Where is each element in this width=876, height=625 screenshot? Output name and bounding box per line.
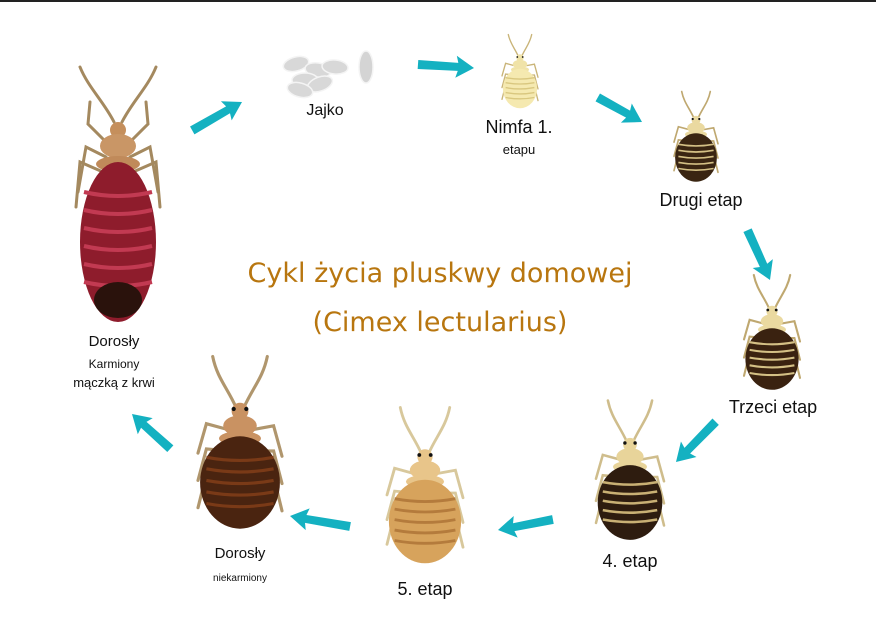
adult-unfed-label: Dorosły [214, 545, 266, 562]
title-line-1: Cykl życia pluskwy domowej [247, 258, 633, 289]
nymph-2-illustration [673, 90, 719, 182]
cycle-arrow [190, 101, 242, 135]
adult-unfed-sublabel: niekarmiony [213, 573, 267, 584]
nymph-5-illustration [385, 406, 465, 564]
adult-fed-sublabel-2: mączką z krwi [73, 375, 155, 390]
cycle-arrow [131, 414, 174, 452]
nymph4-label: 4. etap [602, 551, 658, 571]
cycle-arrow [595, 93, 642, 123]
nymph1-label: Nimfa 1. [485, 117, 553, 137]
cycle-arrow [676, 418, 719, 462]
nymph-4-illustration [594, 399, 666, 540]
nymph-3-illustration [742, 273, 802, 390]
nymph2-label: Drugi etap [659, 190, 743, 210]
nymph3-label: Trzeci etap [728, 397, 818, 417]
eggs-illustration [282, 50, 374, 99]
adult-fed-sublabel-1: Karmiony [88, 357, 140, 371]
adult-unfed-illustration [196, 354, 284, 529]
adult-fed-label: Dorosły [88, 333, 140, 350]
cycle-arrow [289, 508, 351, 531]
nymph-1-illustration [501, 33, 539, 109]
cycle-arrow [417, 55, 475, 78]
cycle-arrow [497, 515, 554, 538]
nymph1-sublabel: etapu [502, 142, 536, 157]
cycle-arrow [743, 228, 773, 280]
egg-label: Jajko [306, 102, 344, 119]
title-line-2: (Cimex lectularius) [312, 307, 568, 338]
nymph5-label: 5. etap [397, 579, 453, 599]
adult-fed-illustration [74, 65, 162, 322]
